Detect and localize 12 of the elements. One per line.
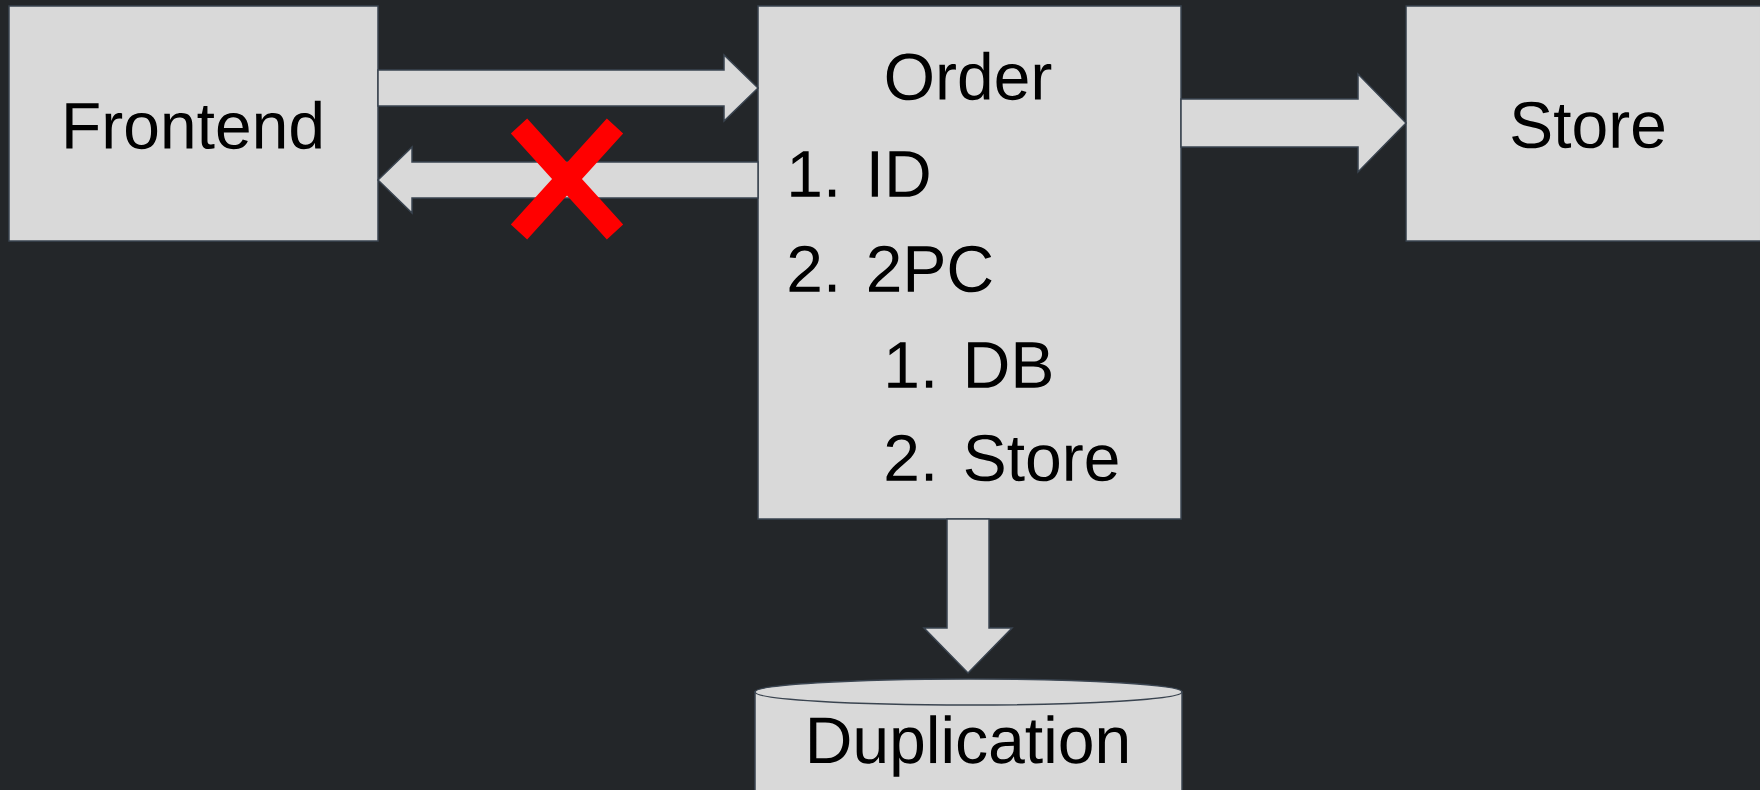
list-item: 1. DB xyxy=(888,342,1051,388)
process-box: Store xyxy=(1405,5,1760,242)
list-item: 1. ID xyxy=(791,151,929,197)
block-arrow xyxy=(377,53,760,123)
block-arrow xyxy=(376,145,759,215)
list-item: 2. 2PC xyxy=(789,245,992,293)
block-arrow xyxy=(922,518,1014,675)
list-item: 2. Store xyxy=(886,434,1118,482)
process-box: Frontend xyxy=(8,5,379,242)
block-arrow xyxy=(1180,72,1408,174)
database-cylinder: Duplication xyxy=(754,678,1183,790)
node-title: Order xyxy=(886,51,1052,101)
